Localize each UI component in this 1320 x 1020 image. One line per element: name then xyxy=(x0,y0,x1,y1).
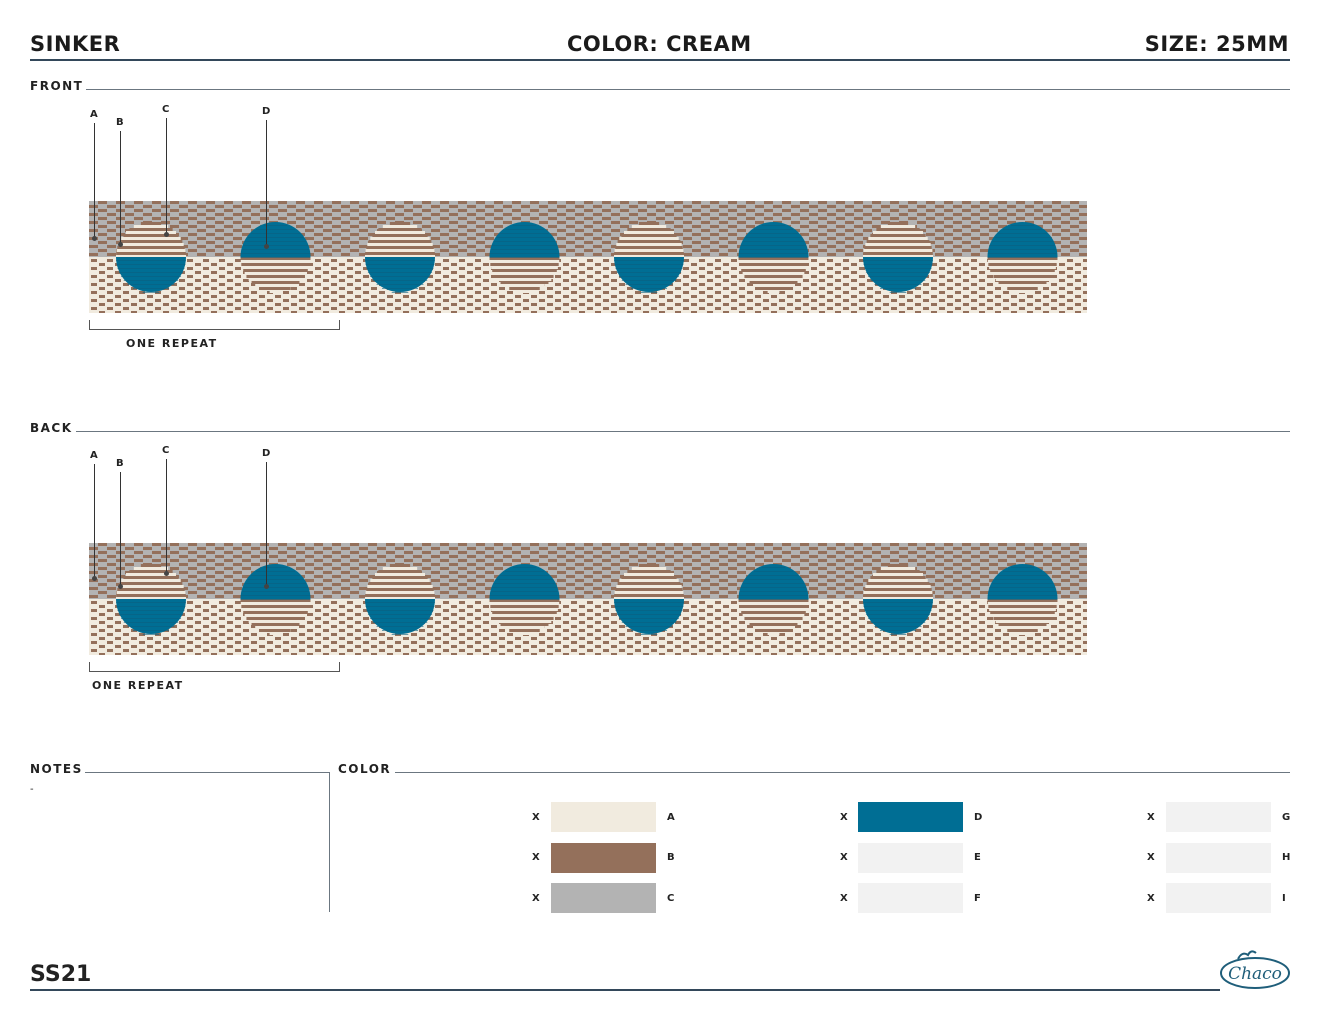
back-divider xyxy=(76,431,1290,432)
front-repeat-label: ONE REPEAT xyxy=(126,337,218,350)
back-marker-d: D xyxy=(262,448,271,459)
swatch-e xyxy=(858,843,963,873)
back-point-d xyxy=(264,584,269,589)
chaco-logo: Chaco xyxy=(1218,946,1292,992)
swatch-f-mark: X xyxy=(840,893,848,904)
size-title: SIZE: 25MM xyxy=(1144,32,1289,56)
front-point-d xyxy=(264,244,269,249)
swatch-c-mark: X xyxy=(532,893,540,904)
back-leader-a xyxy=(94,464,95,578)
swatch-h-letter: H xyxy=(1282,852,1291,863)
swatch-b xyxy=(551,843,656,873)
front-leader-a xyxy=(94,123,95,238)
back-marker-a: A xyxy=(90,450,98,461)
back-point-b xyxy=(118,584,123,589)
back-leader-c xyxy=(166,459,167,573)
swatch-c xyxy=(551,883,656,913)
front-repeat-bracket xyxy=(89,320,340,330)
swatch-i-mark: X xyxy=(1147,893,1155,904)
front-point-c xyxy=(164,232,169,237)
chaco-logo-mark: Chaco xyxy=(1220,950,1290,989)
front-webbing-pattern xyxy=(80,201,1089,314)
swatch-h-mark: X xyxy=(1147,852,1155,863)
back-repeat-bracket xyxy=(89,662,340,672)
footer-divider xyxy=(30,989,1220,991)
swatch-b-letter: B xyxy=(667,852,675,863)
color-divider xyxy=(395,772,1290,773)
chaco-logo-text: Chaco xyxy=(1228,964,1282,984)
swatch-d-letter: D xyxy=(974,812,983,823)
style-name: SINKER xyxy=(30,32,121,56)
back-webbing-pattern xyxy=(80,543,1089,656)
swatch-a xyxy=(551,802,656,832)
front-leader-d xyxy=(266,120,267,246)
front-leader-b xyxy=(120,131,121,244)
front-point-b xyxy=(118,242,123,247)
notes-divider xyxy=(85,772,330,773)
back-point-a xyxy=(92,576,97,581)
front-leader-c xyxy=(166,118,167,234)
color-label: COLOR xyxy=(338,762,392,776)
front-marker-c: C xyxy=(162,104,170,115)
header-divider xyxy=(30,59,1290,61)
swatch-i xyxy=(1166,883,1271,913)
swatch-h xyxy=(1166,843,1271,873)
back-marker-b: B xyxy=(116,458,124,469)
swatch-e-mark: X xyxy=(840,852,848,863)
swatch-f-letter: F xyxy=(974,893,981,904)
back-point-c xyxy=(164,571,169,576)
back-label: BACK xyxy=(30,421,73,435)
lizard-icon xyxy=(1237,950,1257,960)
front-marker-a: A xyxy=(90,109,98,120)
swatch-a-letter: A xyxy=(667,812,675,823)
swatch-d-mark: X xyxy=(840,812,848,823)
notes-label: NOTES xyxy=(30,762,83,776)
front-point-a xyxy=(92,236,97,241)
back-pattern-svg xyxy=(80,543,1089,656)
notes-text: - xyxy=(30,784,34,795)
back-leader-b xyxy=(120,472,121,586)
front-marker-b: B xyxy=(116,117,124,128)
front-marker-d: D xyxy=(262,106,271,117)
swatch-d xyxy=(858,802,963,832)
swatch-g xyxy=(1166,802,1271,832)
notes-column-divider xyxy=(329,772,330,912)
swatch-i-letter: I xyxy=(1282,893,1286,904)
season-code: SS21 xyxy=(30,962,92,987)
swatch-a-mark: X xyxy=(532,812,540,823)
front-label: FRONT xyxy=(30,79,84,93)
back-repeat-label: ONE REPEAT xyxy=(92,679,184,692)
back-leader-d xyxy=(266,462,267,586)
swatch-b-mark: X xyxy=(532,852,540,863)
swatch-c-letter: C xyxy=(667,893,675,904)
swatch-g-mark: X xyxy=(1147,812,1155,823)
front-pattern-svg xyxy=(80,201,1089,314)
back-marker-c: C xyxy=(162,445,170,456)
colorway-title: COLOR: CREAM xyxy=(567,32,752,56)
front-divider xyxy=(86,89,1290,90)
swatch-g-letter: G xyxy=(1282,812,1291,823)
swatch-e-letter: E xyxy=(974,852,981,863)
swatch-f xyxy=(858,883,963,913)
